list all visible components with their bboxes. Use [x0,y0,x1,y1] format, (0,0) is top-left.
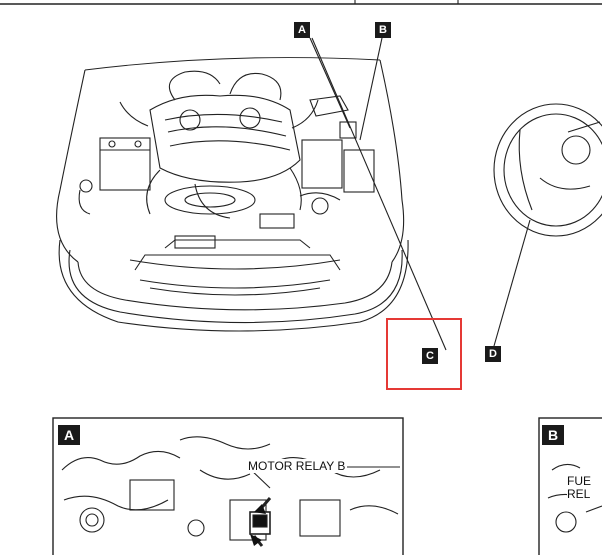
motor-relay-b-label: MOTOR RELAY B [246,459,348,473]
callout-d-tag: D [485,346,501,362]
detail-a-tag: A [58,425,80,445]
fuel-relay-label-line1: FUE [567,474,591,488]
fuel-relay-label: FUE REL [567,475,591,501]
highlight-box-c [386,318,462,390]
detail-b-tag: B [542,425,564,445]
callout-a-tag: A [294,22,310,38]
callout-b-tag: B [375,22,391,38]
callout-c-tag: C [422,348,438,364]
fuel-relay-label-line2: REL [567,487,591,501]
